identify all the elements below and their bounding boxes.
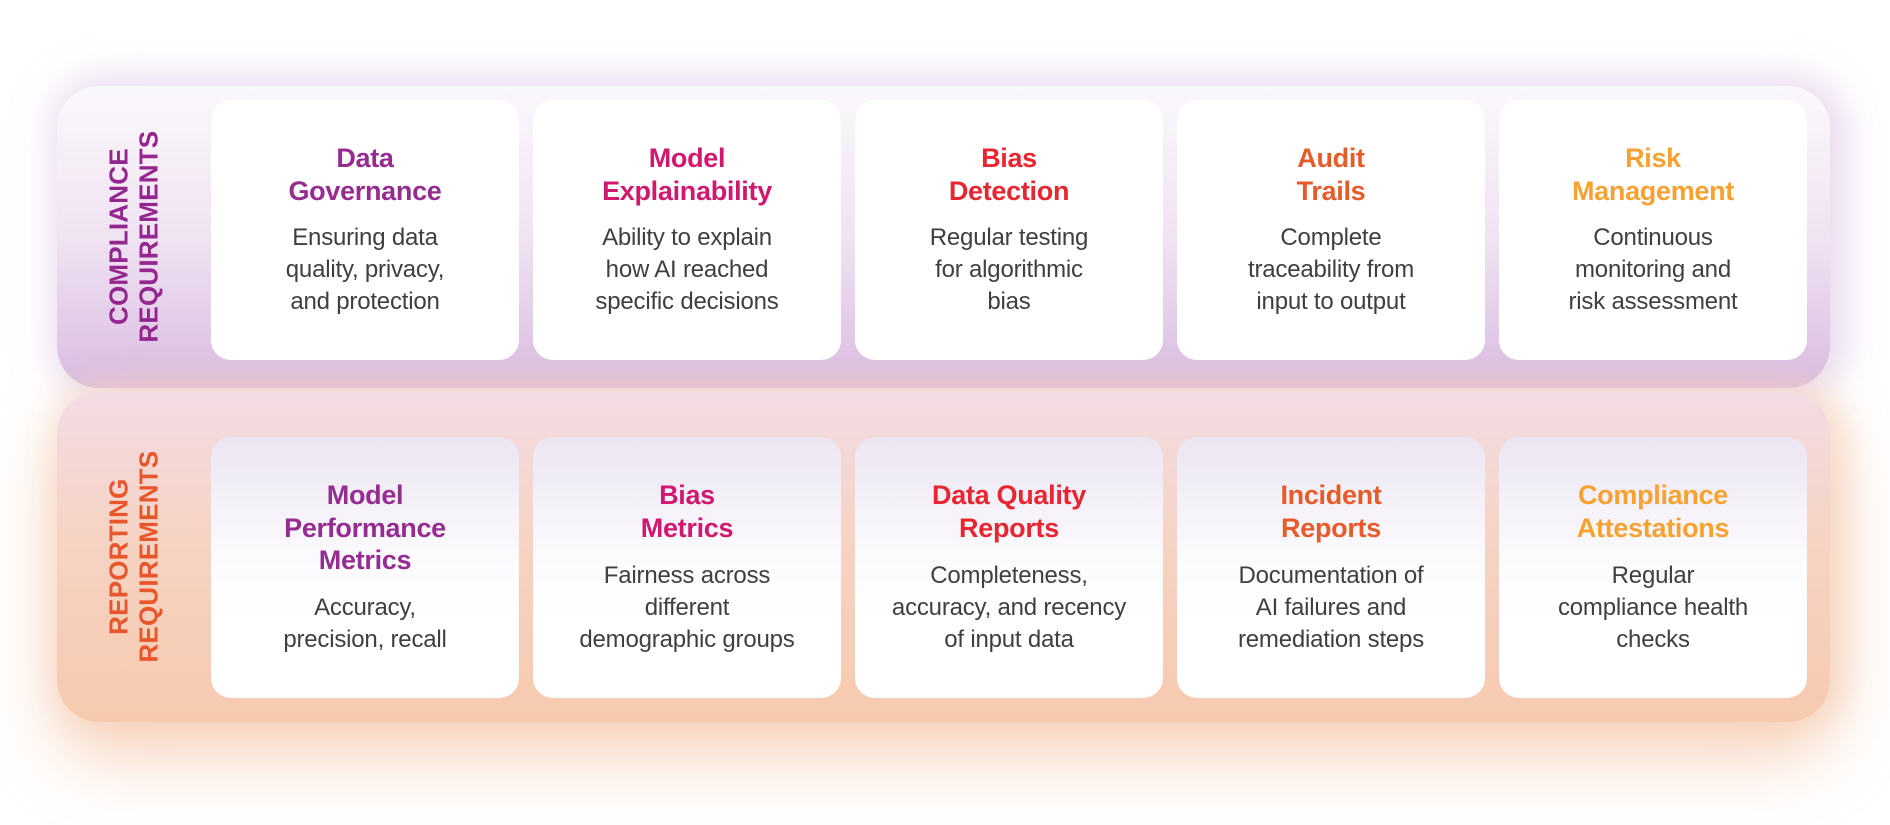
card-bias-detection: Bias Detection Regular testing for algor…	[855, 100, 1163, 360]
card-title: Data Quality Reports	[932, 480, 1086, 544]
card-bias-metrics: Bias Metrics Fairness across different d…	[533, 437, 841, 698]
card-model-performance-metrics: Model Performance Metrics Accuracy, prec…	[211, 437, 519, 698]
card-title: Model Performance Metrics	[284, 480, 446, 576]
card-title: Bias Metrics	[640, 480, 734, 544]
card-model-explainability: Model Explainability Ability to explain …	[533, 100, 841, 360]
card-description: Ensuring data quality, privacy, and prot…	[285, 224, 445, 316]
card-title: Incident Reports	[1280, 480, 1382, 544]
card-title: Audit Trails	[1296, 142, 1366, 206]
card-title: Risk Management	[1571, 142, 1735, 206]
card-title: Bias Detection	[948, 142, 1070, 206]
card-description: Regular testing for algorithmic bias	[929, 224, 1089, 316]
reporting-cards-row: Model Performance Metrics Accuracy, prec…	[211, 437, 1807, 698]
compliance-cards-row: Data Governance Ensuring data quality, p…	[211, 100, 1807, 360]
card-description: Regular compliance health checks	[1557, 561, 1749, 653]
card-title: Compliance Attestations	[1576, 480, 1730, 544]
card-description: Accuracy, precision, recall	[283, 594, 447, 653]
card-description: Ability to explain how AI reached specif…	[595, 224, 779, 316]
card-description: Complete traceability from input to outp…	[1248, 224, 1414, 316]
card-data-governance: Data Governance Ensuring data quality, p…	[211, 100, 519, 360]
card-description: Continuous monitoring and risk assessmen…	[1568, 224, 1738, 316]
card-compliance-attestations: Compliance Attestations Regular complian…	[1499, 437, 1807, 698]
card-description: Documentation of AI failures and remedia…	[1237, 561, 1425, 653]
card-data-quality-reports: Data Quality Reports Completeness, accur…	[855, 437, 1163, 698]
card-audit-trails: Audit Trails Complete traceability from …	[1177, 100, 1485, 360]
card-risk-management: Risk Management Continuous monitoring an…	[1499, 100, 1807, 360]
card-title: Data Governance	[288, 142, 442, 206]
card-description: Fairness across different demographic gr…	[579, 561, 795, 653]
card-incident-reports: Incident Reports Documentation of AI fai…	[1177, 437, 1485, 698]
card-description: Completeness, accuracy, and recency of i…	[891, 561, 1127, 653]
card-title: Model Explainability	[602, 142, 772, 206]
